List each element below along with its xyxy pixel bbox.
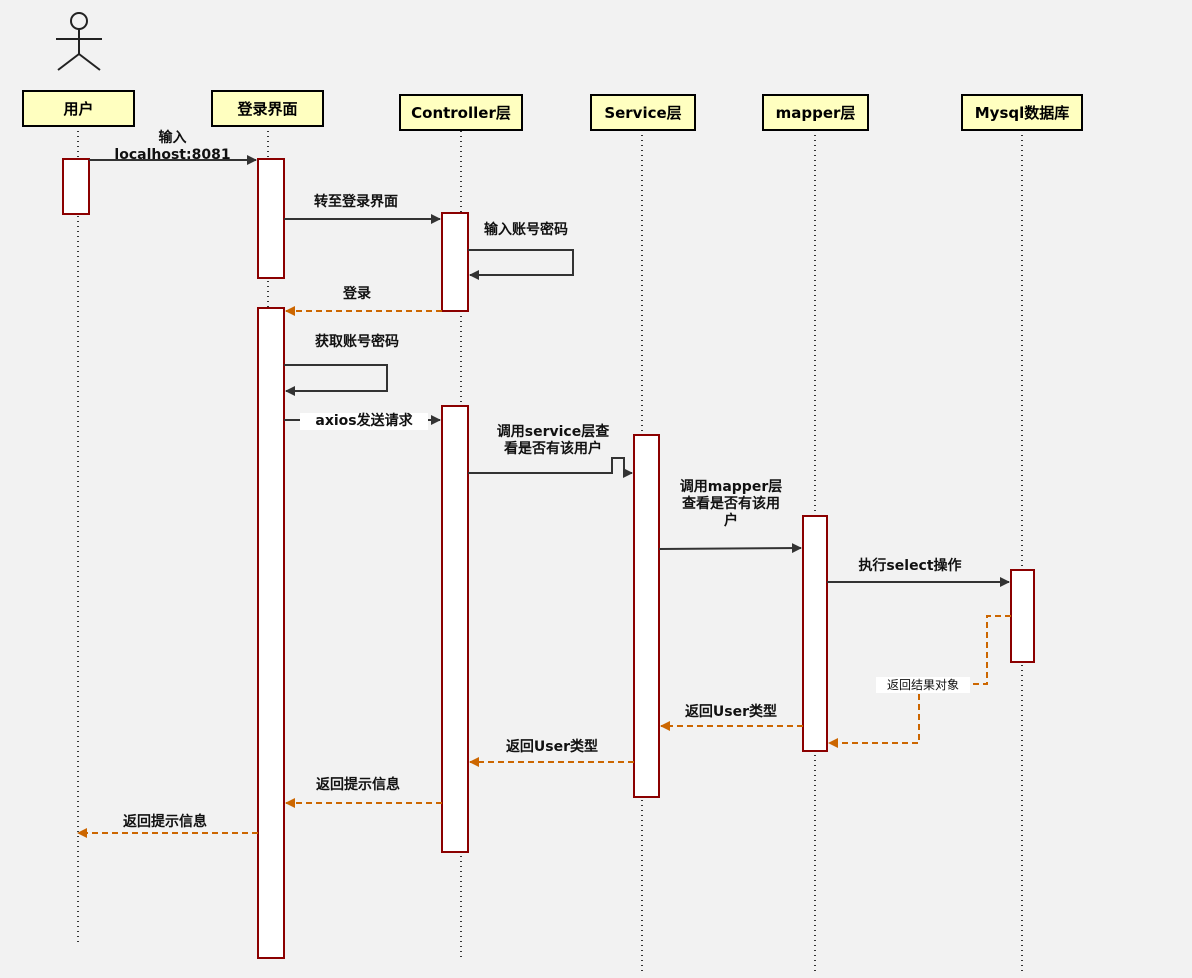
message-m11-label: 返回User类型	[684, 704, 778, 720]
message-m7-arrow	[468, 457, 633, 478]
message-m10-label: 返回结果对象	[876, 677, 970, 693]
participant-mapper: mapper层	[762, 94, 869, 131]
message-m1-label: 输入 localhost:8081	[114, 130, 231, 163]
message-m12-label: 返回User类型	[505, 739, 599, 755]
participant-user: 用户	[22, 90, 135, 127]
activation-mapper	[802, 515, 828, 752]
activation-controller-1	[441, 212, 469, 312]
message-m3-arrow	[468, 249, 574, 280]
message-m5-arrow	[284, 364, 388, 396]
activation-service	[633, 434, 660, 798]
message-m3-label: 输入账号密码	[484, 222, 568, 238]
message-m8-arrow	[658, 543, 802, 554]
message-m5-label: 获取账号密码	[315, 334, 399, 350]
participant-db: Mysql数据库	[961, 94, 1083, 131]
message-m7-label: 调用service层查 看是否有该用户	[496, 424, 610, 457]
participant-login-page: 登录界面	[211, 90, 324, 127]
activation-user	[62, 158, 90, 215]
message-m4-label: 登录	[343, 286, 371, 302]
activation-controller-2	[441, 405, 469, 853]
message-m6-label: axios发送请求	[300, 413, 428, 430]
participant-service: Service层	[590, 94, 696, 131]
participant-controller: Controller层	[399, 94, 523, 131]
activation-db	[1010, 569, 1035, 663]
message-m13-label: 返回提示信息	[316, 777, 400, 793]
message-m8-label: 调用mapper层 查看是否有该用 户	[679, 479, 783, 529]
activation-login-1	[257, 158, 285, 279]
stick-figure-icon	[56, 12, 102, 71]
activation-login-2	[257, 307, 285, 959]
message-m2-label: 转至登录界面	[314, 194, 398, 210]
message-m9-label: 执行select操作	[858, 558, 962, 574]
message-m14-label: 返回提示信息	[123, 814, 207, 830]
